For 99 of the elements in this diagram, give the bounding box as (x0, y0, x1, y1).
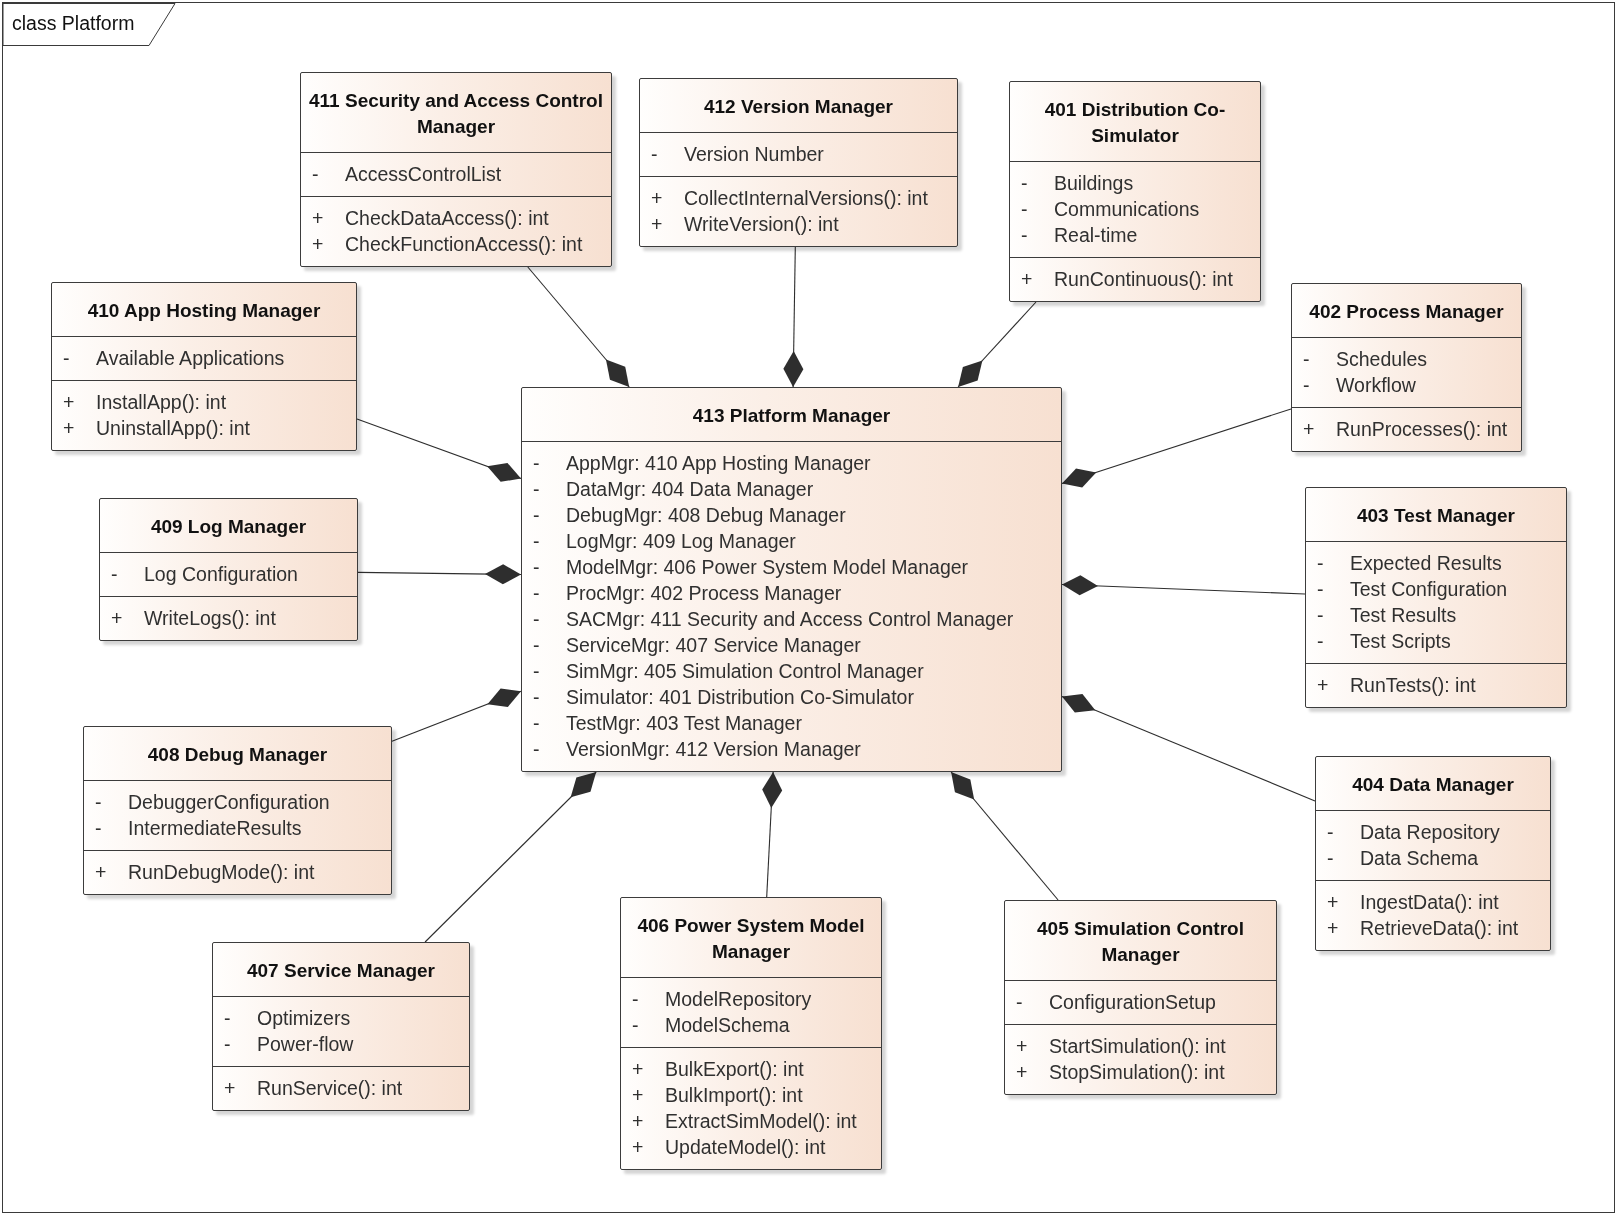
attribute-name: SACMgr: 411 Security and Access Control Manager (566, 607, 1014, 632)
attribute-name: Real-time (1054, 223, 1138, 248)
class-box (1009, 81, 1261, 302)
visibility-marker: - (533, 555, 540, 580)
visibility-marker: - (533, 581, 540, 606)
visibility-marker: - (533, 711, 540, 736)
composition-connector (1061, 408, 1292, 488)
frame-title: class Platform (12, 11, 135, 35)
visibility-marker: - (533, 503, 540, 528)
visibility-marker: - (651, 142, 658, 167)
attribute-name: Version Number (684, 142, 824, 167)
visibility-marker: - (533, 477, 540, 502)
attribute-name: ModelSchema (665, 1013, 790, 1038)
visibility-marker: - (533, 659, 540, 684)
visibility-marker: - (533, 451, 540, 476)
visibility-marker: + (632, 1109, 644, 1134)
composition-connector (957, 301, 1037, 388)
visibility-marker: - (1016, 990, 1023, 1015)
class-name: 409 Log Manager (150, 516, 307, 537)
visibility-marker: + (651, 212, 663, 237)
operation-name: StartSimulation(): int (1049, 1034, 1226, 1059)
class-box (620, 897, 882, 1170)
attribute-name: Test Results (1350, 603, 1457, 628)
class-name: 413 Platform Manager (692, 405, 891, 426)
visibility-marker: + (95, 860, 107, 885)
attribute-name: SimMgr: 405 Simulation Control Manager (566, 659, 924, 684)
attribute-name: LogMgr: 409 Log Manager (566, 529, 796, 554)
class-name: 410 App Hosting Manager (87, 300, 321, 321)
operation-name: UninstallApp(): int (96, 416, 250, 441)
visibility-marker: - (533, 737, 540, 762)
composition-connector (1061, 575, 1306, 596)
visibility-marker: - (1303, 347, 1310, 372)
visibility-marker: + (1327, 916, 1339, 941)
visibility-marker: + (63, 390, 75, 415)
visibility-marker: - (312, 162, 319, 187)
operation-name: CheckDataAccess(): int (345, 206, 549, 231)
visibility-marker: + (1021, 267, 1033, 292)
operation-name: RunDebugMode(): int (128, 860, 315, 885)
visibility-marker: + (632, 1083, 644, 1108)
attribute-name: ServiceMgr: 407 Service Manager (566, 633, 861, 658)
visibility-marker: - (1021, 223, 1028, 248)
visibility-marker: - (1021, 197, 1028, 222)
attribute-name: Log Configuration (144, 562, 298, 587)
operation-name: WriteVersion(): int (684, 212, 839, 237)
attribute-name: Optimizers (257, 1006, 351, 1031)
operation-name: StopSimulation(): int (1049, 1060, 1225, 1085)
operation-name: BulkExport(): int (665, 1057, 804, 1082)
visibility-marker: - (224, 1006, 231, 1031)
attribute-name: Schedules (1336, 347, 1428, 372)
class-box (1315, 756, 1551, 951)
visibility-marker: + (63, 416, 75, 441)
visibility-marker: - (533, 633, 540, 658)
attribute-name: AccessControlList (345, 162, 502, 187)
attribute-name: TestMgr: 403 Test Manager (566, 711, 802, 736)
visibility-marker: - (1317, 629, 1324, 654)
attribute-name: DebugMgr: 408 Debug Manager (566, 503, 846, 528)
operation-name: IngestData(): int (1360, 890, 1499, 915)
attribute-name: Simulator: 401 Distribution Co-Simulator (566, 685, 914, 710)
operation-name: RunContinuous(): int (1054, 267, 1233, 292)
visibility-marker: + (651, 186, 663, 211)
operation-name: RunProcesses(): int (1336, 417, 1508, 442)
class-box (99, 498, 358, 641)
attribute-name: DebuggerConfiguration (128, 790, 330, 815)
attribute-name: Data Schema (1360, 846, 1479, 871)
operation-name: UpdateModel(): int (665, 1135, 826, 1160)
attribute-name: Buildings (1054, 171, 1134, 196)
class-name: 405 Simulation Control Manager (1037, 918, 1244, 965)
visibility-marker: + (1016, 1060, 1028, 1085)
visibility-marker: + (312, 232, 324, 257)
visibility-marker: - (533, 529, 540, 554)
visibility-marker: - (1021, 171, 1028, 196)
attribute-name: DataMgr: 404 Data Manager (566, 477, 814, 502)
visibility-marker: - (533, 607, 540, 632)
attribute-name: ConfigurationSetup (1049, 990, 1216, 1015)
class-name: 408 Debug Manager (147, 744, 328, 765)
class-box (521, 387, 1062, 772)
class-box (1291, 283, 1522, 452)
class-name: 401 Distribution Co-Simulator (1044, 99, 1226, 146)
visibility-marker: - (1317, 603, 1324, 628)
class-box (300, 72, 612, 267)
visibility-marker: - (632, 1013, 639, 1038)
attribute-name: Test Scripts (1350, 629, 1451, 654)
operation-name: InstallApp(): int (96, 390, 227, 415)
operation-name: WriteLogs(): int (144, 606, 276, 631)
composition-connector (1061, 694, 1316, 802)
composition-connector (424, 771, 597, 943)
class-name: 411 Security and Access Control Manager (309, 90, 603, 137)
visibility-marker: - (63, 346, 70, 371)
class-box (51, 282, 357, 451)
class-name: 403 Test Manager (1356, 505, 1516, 526)
visibility-marker: + (632, 1135, 644, 1160)
class-box (639, 78, 958, 247)
composition-connector (527, 266, 630, 388)
composition-connector (783, 246, 804, 388)
visibility-marker: - (1327, 820, 1334, 845)
operation-name: RunTests(): int (1350, 673, 1476, 698)
attribute-name: Expected Results (1350, 551, 1502, 576)
visibility-marker: + (224, 1076, 236, 1101)
composition-connector (356, 418, 522, 482)
